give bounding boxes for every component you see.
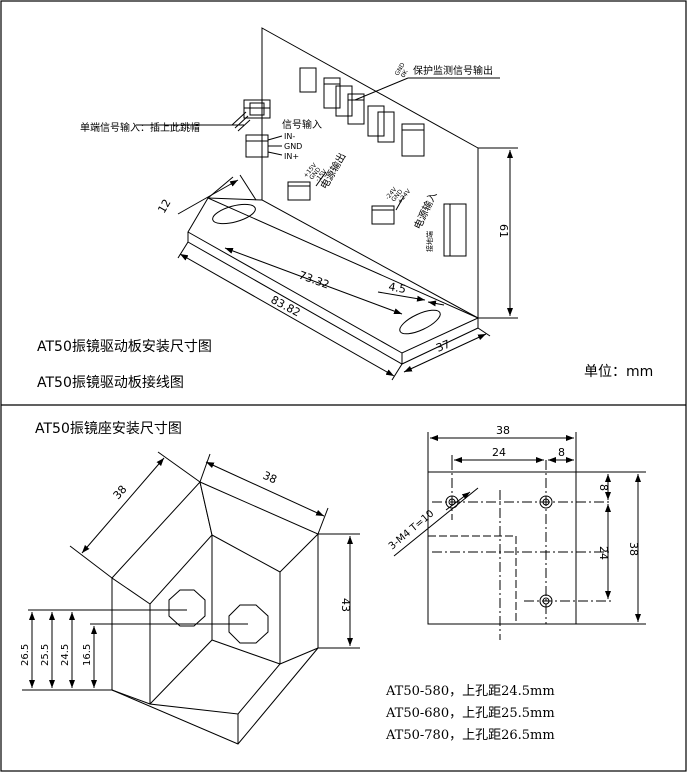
dim-line-38b [205,461,325,517]
dim-text-r38: 38 [627,542,640,556]
power-input-connector [371,205,395,225]
dim-text-43: 43 [339,598,352,612]
mount-plan-drawing [393,432,646,640]
slot-hole-left [212,203,256,225]
dim-text-165: 16.5 [82,644,93,666]
note-780: AT50-780，上孔距26.5mm [386,728,555,743]
dim-text-38b: 38 [261,469,279,487]
dim-text-265: 26.5 [20,644,31,666]
label-in-minus: IN- [284,132,295,141]
plan-outline [427,471,577,625]
driver-board-drawing [136,27,518,381]
plan-hole-2 [539,495,553,509]
protect-leader [354,77,409,101]
title-mount: AT50振镜座安装尺寸图 [35,421,182,437]
dim-line-12 [177,179,239,215]
title-board-wiring: AT50振镜驱动板接线图 [37,375,184,391]
note-580: AT50-580，上孔距24.5mm [386,684,555,699]
power-output-connector [287,181,311,201]
dim-line-84 [179,253,395,377]
plan-hole-3 [539,594,553,608]
dim-text-r8: 8 [597,484,610,491]
label-in-plus: IN+ [284,152,299,161]
note-680: AT50-680，上孔距25.5mm [386,706,555,721]
label-single-end: 单端信号输入：插上此跳帽 [80,121,200,134]
mount-hole-left [168,589,206,627]
dim-text-37: 37 [434,337,452,354]
ground-connector [443,203,467,257]
plan-hole-1 [445,495,459,509]
protect-relay-row [299,67,425,157]
dim-text-top38: 38 [496,424,510,437]
dim-text-8a: 8 [558,446,565,459]
label-protect: 保护监测信号输出 [413,64,493,77]
label-signal-in: 信号输入 [282,118,322,131]
label-gnd: GND [284,142,302,151]
dim-text-12: 12 [155,197,173,216]
dim-line-37 [403,333,487,373]
mount-hole-right [228,604,269,644]
unit-label: 单位：mm [584,364,654,380]
dim-text-61: 61 [497,224,510,238]
dim-text-45: 4.5 [387,280,406,296]
mount-top-right-face [199,481,319,573]
jumper-block [243,99,271,119]
title-board-size: AT50振镜驱动板安装尺寸图 [37,339,212,355]
label-ok: 0K [400,68,410,79]
dim-text-255: 25.5 [40,644,51,666]
mount-iso-drawing [22,451,360,745]
dim-text-r24: 24 [597,546,610,560]
signal-input-connector [245,134,283,158]
slot-hole-right [399,309,441,335]
hole-leader [393,487,479,557]
dim-text-24: 24 [492,446,506,459]
dim-line-38a [81,457,165,554]
dim-text-245: 24.5 [60,644,71,666]
label-ground-side: 接地端 [425,231,434,252]
dim-text-38a: 38 [111,483,130,502]
